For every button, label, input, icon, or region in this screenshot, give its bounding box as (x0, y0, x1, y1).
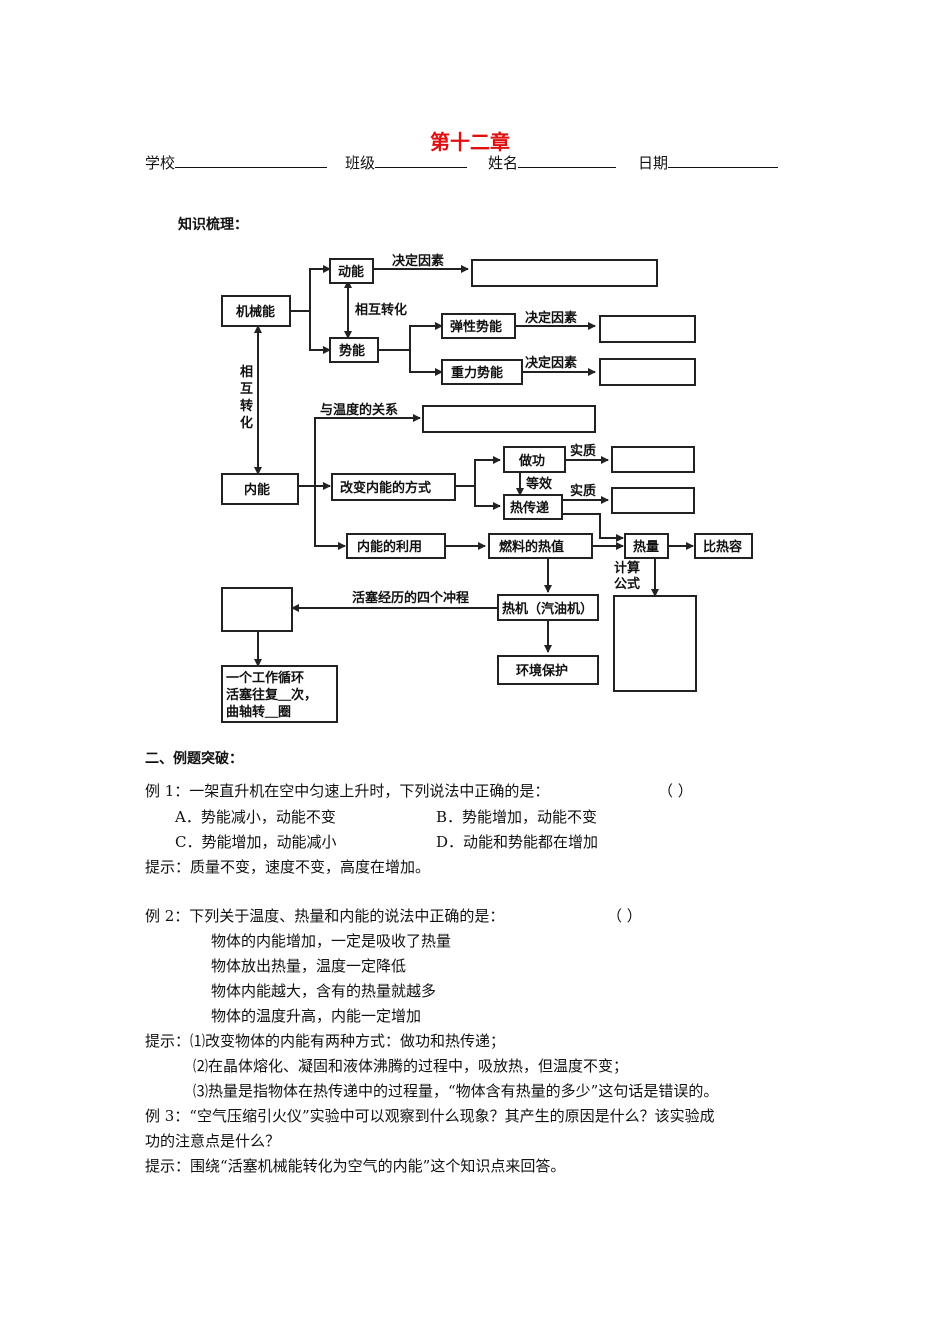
node-use-of-ie: 内能的利用 (357, 539, 422, 555)
label-decisive-factors-ke: 决定因素 (392, 253, 444, 269)
ex3-question-line1: 例 3：“空气压缩引火仪”实验中可以观察到什么现象？其产生的原因是什么？该实验成 (145, 1107, 715, 1125)
class-blank[interactable] (375, 153, 468, 168)
school-field: 学校 (145, 152, 328, 173)
label-calc-line2: 公式 (614, 576, 640, 592)
ex1-option-d: D．动能和势能都在增加 (436, 833, 599, 851)
ex1-option-a: A．势能减小，动能不变 (175, 808, 336, 826)
ex2-option-1: 物体的内能增加，一定是吸收了热量 (211, 932, 452, 950)
label-essence-work: 实质 (570, 443, 596, 459)
label-mutual-conversion-v1: 相 (240, 364, 253, 380)
node-heat: 热量 (633, 539, 659, 555)
class-label: 班级 (345, 154, 376, 172)
ex2-hint-2: ⑵在晶体熔化、凝固和液体沸腾的过程中，吸放热，但温度不变； (193, 1057, 629, 1075)
date-label: 日期 (638, 154, 669, 172)
ex1-option-c: C．势能增加，动能减小 (175, 833, 337, 851)
node-fuel-heat-value: 燃料的热值 (499, 539, 564, 555)
label-mutual-conversion-v2: 互 (240, 382, 253, 397)
label-equivalent: 等效 (525, 476, 553, 492)
label-decisive-factors-elastic: 决定因素 (525, 310, 577, 326)
school-label: 学校 (145, 154, 176, 172)
date-blank[interactable] (668, 153, 779, 168)
ex2-answer-bracket[interactable]: （ ） (607, 907, 642, 925)
page-title: 第十二章 (430, 130, 510, 154)
label-mutual-conversion-v3: 转 (240, 398, 253, 414)
ex2-hint-1: 提示：⑴改变物体的内能有两种方式：做功和热传递； (145, 1032, 506, 1050)
node-heat-transfer: 热传递 (510, 500, 549, 516)
concept-map: 机械能 动能 势能 决定因素 相互转化 弹性势能 重力势能 决定因素 决定因素 … (210, 248, 790, 730)
cycle-line1: 一个工作循环 (226, 670, 304, 686)
label-essence-transfer: 实质 (570, 483, 596, 499)
ex2-question: 例 2：下列关于温度、热量和内能的说法中正确的是： (145, 907, 505, 925)
ex2-option-2: 物体放出热量，温度一定降低 (211, 957, 407, 975)
ex2-option-3: 物体内能越大，含有的热量就越多 (211, 982, 437, 1000)
ex1-question: 例 1：一架直升机在空中匀速上升时，下列说法中正确的是： (145, 782, 550, 800)
label-mutual-conversion-h: 相互转化 (355, 302, 407, 318)
date-field: 日期 (638, 152, 779, 173)
label-four-strokes: 活塞经历的四个冲程 (352, 590, 469, 606)
class-field: 班级 (345, 152, 468, 173)
name-field: 姓名 (488, 152, 617, 173)
label-mutual-conversion-v4: 化 (240, 415, 253, 431)
node-doing-work: 做功 (518, 453, 545, 469)
node-specific-heat: 比热容 (703, 539, 742, 555)
node-mechanical-energy: 机械能 (236, 304, 275, 320)
node-kinetic-energy: 动能 (338, 264, 364, 280)
node-internal-energy: 内能 (244, 482, 270, 498)
ex1-option-b: B．势能增加，动能不变 (436, 808, 598, 826)
name-blank[interactable] (518, 153, 617, 168)
node-elastic-pe: 弹性势能 (450, 319, 502, 335)
ex3-question-line2: 功的注意点是什么？ (145, 1132, 281, 1150)
ex1-hint: 提示：质量不变，速度不变，高度在增加。 (145, 858, 431, 876)
section-heading-examples: 二、例题突破： (145, 751, 243, 767)
node-change-ie-methods: 改变内能的方式 (340, 480, 431, 496)
ex2-option-4: 物体的温度升高，内能一定增加 (211, 1007, 422, 1025)
label-decisive-factors-gravity: 决定因素 (525, 355, 577, 371)
cycle-line3: 曲轴转＿圈 (226, 704, 291, 720)
node-potential-energy: 势能 (339, 343, 365, 359)
node-heat-engine: 热机（汽油机） (502, 601, 593, 617)
school-blank[interactable] (175, 153, 328, 168)
ex2-hint-3: ⑶热量是指物体在热传递中的过程量，“物体含有热量的多少”这句话是错误的。 (193, 1082, 719, 1100)
label-relation-temperature: 与温度的关系 (320, 402, 398, 418)
ex3-hint: 提示：围绕“活塞机械能转化为空气的内能”这个知识点来回答。 (145, 1157, 566, 1175)
section-heading-knowledge: 知识梳理： (178, 217, 248, 233)
label-calc-line1: 计算 (614, 560, 640, 576)
name-label: 姓名 (488, 154, 519, 172)
ex1-answer-bracket[interactable]: （ ） (658, 782, 693, 800)
cycle-line2: 活塞往复＿次， (226, 687, 317, 703)
node-gravitational-pe: 重力势能 (451, 365, 503, 381)
node-env-protection: 环境保护 (516, 663, 568, 679)
